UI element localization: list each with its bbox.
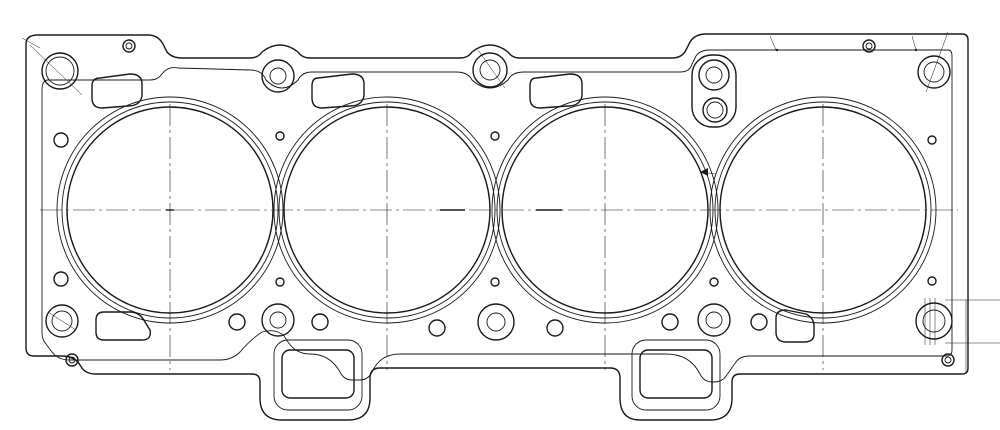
coolant-slot-upper-2 xyxy=(311,73,365,109)
bolt-holes-lower-group xyxy=(45,298,953,345)
water-hole-3 xyxy=(927,135,937,145)
gasket-outer-outline xyxy=(25,33,969,421)
coolant-hole-4 xyxy=(546,319,564,337)
coolant-slot-lower-1 xyxy=(95,311,152,341)
bolt-lower-2-inner xyxy=(486,312,506,332)
lower-passage-right-outer xyxy=(631,339,721,411)
gasket-inner-bead xyxy=(41,49,953,383)
oil-gallery-hole-inner xyxy=(706,101,724,119)
bolt-upper-3-inner xyxy=(705,66,723,84)
small-holes-group xyxy=(53,39,955,367)
lower-passage-left-outer xyxy=(273,339,363,411)
bolt-lower-right-corner-inner xyxy=(922,309,946,333)
centerlines-group xyxy=(40,104,958,370)
lower-passage-left-inner xyxy=(281,349,355,399)
coolant-hole-6 xyxy=(750,313,768,331)
coolant-hole-1 xyxy=(228,313,246,331)
bolt-lower-left-corner-inner xyxy=(51,310,73,332)
lower-passage-right-inner xyxy=(639,349,713,399)
oil-hole-left-1 xyxy=(53,132,69,148)
bolt-lower-3-inner xyxy=(705,311,723,329)
water-hole-1 xyxy=(275,131,285,141)
coolant-hole-5 xyxy=(661,313,679,331)
water-hole-6 xyxy=(709,277,719,287)
bolt-lower-left-corner xyxy=(45,304,79,338)
dowel-top-left xyxy=(122,39,136,53)
bolt-lower-2 xyxy=(477,303,515,341)
dowel-bottom-right xyxy=(941,353,955,367)
oil-hole-left-2 xyxy=(53,271,69,287)
bolt-upper-2 xyxy=(472,52,508,88)
bolt-upper-left-corner-inner xyxy=(45,56,75,86)
coolant-hole-2 xyxy=(311,313,329,331)
bolt-upper-right-corner xyxy=(917,55,951,89)
water-hole-5 xyxy=(490,277,500,287)
dowel-top-right xyxy=(862,39,876,53)
water-hole-4 xyxy=(275,277,285,287)
bolt-lower-1-inner xyxy=(269,311,287,329)
coolant-slots-group xyxy=(91,73,815,343)
bolt-upper-right-corner-inner xyxy=(923,61,945,83)
bolt-lower-right-corner xyxy=(915,302,953,340)
water-hole-7 xyxy=(927,276,937,286)
bolt-upper-2-inner xyxy=(479,59,501,81)
bolt-lower-3 xyxy=(697,303,731,337)
bolt-upper-1-inner xyxy=(269,67,287,85)
dowel-bottom-left xyxy=(65,353,79,367)
oil-gallery-hole xyxy=(702,97,728,123)
water-hole-2 xyxy=(490,131,500,141)
bolt-lower-1 xyxy=(261,303,295,337)
bolt-upper-left-corner xyxy=(41,52,79,90)
leader-lines-group xyxy=(21,35,1000,372)
coolant-slot-lower-2 xyxy=(775,309,815,343)
bolt-upper-3 xyxy=(698,59,730,91)
coolant-hole-3 xyxy=(428,319,446,337)
coolant-slot-upper-1 xyxy=(91,73,143,109)
bolt-upper-1 xyxy=(261,59,295,93)
oil-gallery-boss xyxy=(691,54,737,128)
bolt-holes-upper-group xyxy=(29,31,951,128)
coolant-slot-upper-3 xyxy=(529,73,583,109)
